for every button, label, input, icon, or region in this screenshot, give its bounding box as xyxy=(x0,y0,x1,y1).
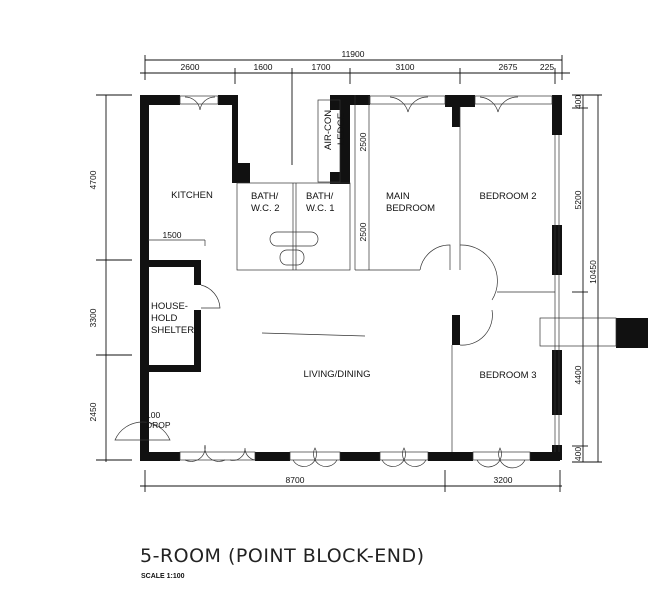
bottom-dimensions: 8700 3200 xyxy=(140,470,562,492)
walls xyxy=(140,95,648,461)
room-bath-2: BATH/ xyxy=(251,191,279,202)
room-bedroom-3: BEDROOM 3 xyxy=(479,370,536,381)
dim-left: 3300 xyxy=(88,308,98,327)
dim-right: 4400 xyxy=(573,365,583,384)
drop-label: DROP xyxy=(146,420,171,430)
room-labels: KITCHEN BATH/ W.C. 2 BATH/ W.C. 1 AIR-CO… xyxy=(146,110,537,430)
dim-bottom: 3200 xyxy=(494,475,513,485)
dim-right-total: 10450 xyxy=(588,260,598,284)
dim-right: 400 xyxy=(573,447,583,461)
room-kitchen: KITCHEN xyxy=(171,190,213,201)
room-bath-1: BATH/ xyxy=(306,191,334,202)
room-living-dining: LIVING/DINING xyxy=(303,369,370,380)
left-dimensions: 4700 3300 2450 xyxy=(88,94,132,462)
plan-title: 5-ROOM (POINT BLOCK-END) xyxy=(140,545,425,567)
dim-main-bedroom: 2500 xyxy=(358,132,368,151)
room-main-bedroom: BEDROOM xyxy=(386,203,435,214)
dim-right: 400 xyxy=(573,95,583,109)
dim-total-width: 11900 xyxy=(341,49,364,59)
drop-label: 100 xyxy=(146,410,160,420)
room-aircon-ledge: AIR-CON xyxy=(323,110,334,150)
room-bedroom-2: BEDROOM 2 xyxy=(479,191,536,202)
dim-kitchen: 1500 xyxy=(163,230,182,240)
dim-right: 5200 xyxy=(573,190,583,209)
room-bath-1: W.C. 1 xyxy=(306,203,335,214)
dim-top: 1600 xyxy=(254,62,273,72)
dim-top: 225 xyxy=(540,62,554,72)
top-dimensions: 11900 2600 1600 1700 3100 2675 225 xyxy=(140,49,570,165)
dim-top: 2600 xyxy=(181,62,200,72)
dim-top: 1700 xyxy=(312,62,331,72)
dim-left: 2450 xyxy=(88,402,98,421)
dim-top: 2675 xyxy=(499,62,518,72)
dim-left: 4700 xyxy=(88,170,98,189)
dim-main-bedroom: 2500 xyxy=(358,222,368,241)
room-shelter: HOLD xyxy=(151,313,178,324)
room-aircon-ledge: LEDGE xyxy=(336,113,347,145)
partitions xyxy=(114,95,617,469)
right-dimensions: 400 5200 4400 400 10450 xyxy=(572,94,602,463)
room-shelter: HOUSE- xyxy=(151,301,188,312)
dim-top: 3100 xyxy=(396,62,415,72)
plan-scale: SCALE 1:100 xyxy=(141,573,185,580)
room-shelter: SHELTER xyxy=(151,325,194,336)
dim-bottom: 8700 xyxy=(286,475,305,485)
room-main-bedroom: MAIN xyxy=(386,191,410,202)
room-bath-2: W.C. 2 xyxy=(251,203,280,214)
